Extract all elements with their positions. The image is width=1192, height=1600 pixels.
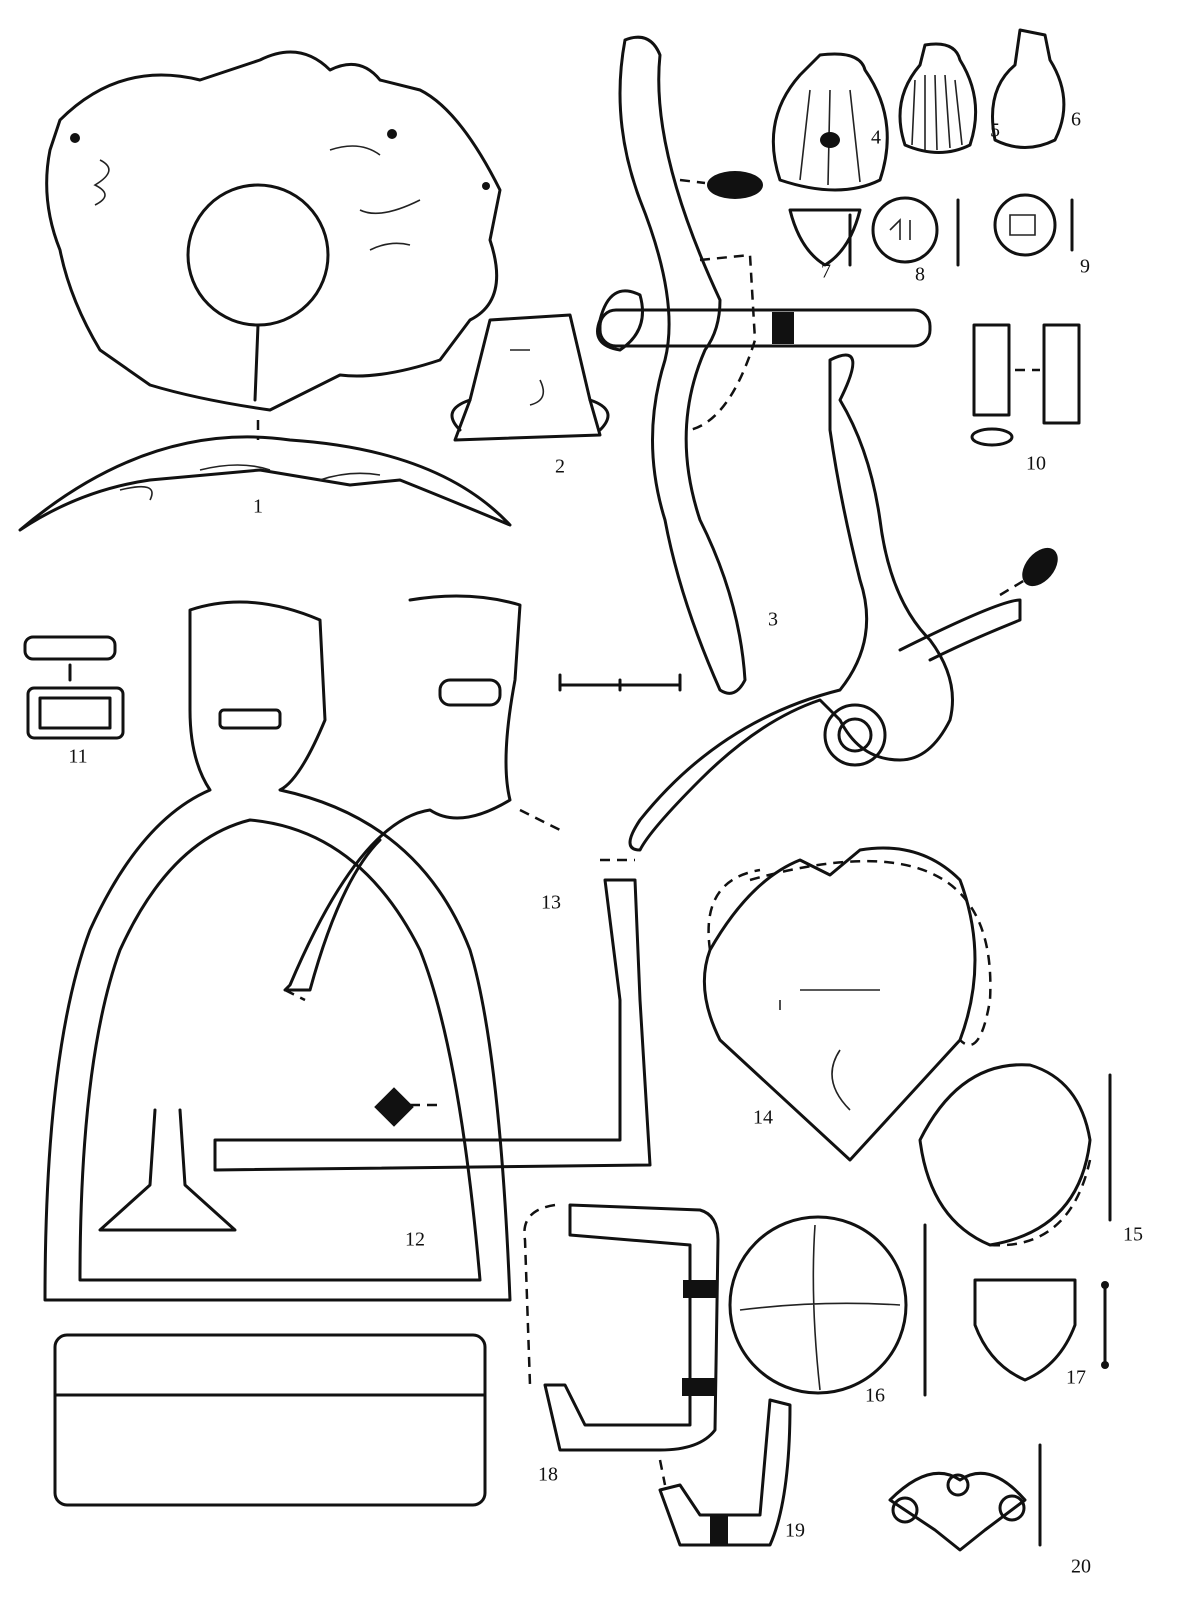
item-label-2: 2 — [555, 455, 565, 478]
items-4-6-bell-drawings — [771, 28, 1066, 192]
item-2-drawing — [450, 313, 610, 442]
item-label-11: 11 — [68, 745, 88, 768]
item-label-8: 8 — [915, 263, 925, 286]
items-7-9-drawings — [788, 193, 1074, 267]
item-12-stirrup-drawing — [43, 600, 512, 1507]
item-19-drawing — [658, 1398, 792, 1547]
item-label-17: 17 — [1066, 1366, 1086, 1389]
item-label-13: 13 — [541, 891, 561, 914]
item-3-bridle-bit-drawing — [558, 35, 1058, 852]
item-label-14: 14 — [753, 1106, 773, 1129]
item-label-3: 3 — [768, 608, 778, 631]
item-label-9: 9 — [1080, 255, 1090, 278]
item-10-drawing — [970, 323, 1081, 447]
item-18-drawing — [523, 1203, 720, 1452]
item-16-disc-drawing — [728, 1215, 927, 1397]
item-label-20: 20 — [1071, 1555, 1091, 1578]
item-label-15: 15 — [1123, 1223, 1143, 1246]
item-label-16: 16 — [865, 1384, 885, 1407]
item-label-4: 4 — [871, 126, 881, 149]
item-label-12: 12 — [405, 1228, 425, 1251]
item-17-plaque-drawing — [973, 1278, 1109, 1382]
item-label-18: 18 — [538, 1463, 558, 1486]
item-label-7: 7 — [821, 260, 831, 283]
item-11-buckle-drawing — [23, 635, 125, 740]
item-15-disc-drawing — [918, 1063, 1112, 1247]
item-label-1: 1 — [253, 495, 263, 518]
item-label-10: 10 — [1026, 452, 1046, 475]
item-20-mount-drawing — [888, 1443, 1042, 1552]
item-1-plate-drawing — [18, 50, 512, 532]
item-label-5: 5 — [990, 119, 1000, 142]
item-label-19: 19 — [785, 1519, 805, 1542]
item-14-pendant-drawing — [702, 846, 992, 1162]
item-label-6: 6 — [1071, 108, 1081, 131]
